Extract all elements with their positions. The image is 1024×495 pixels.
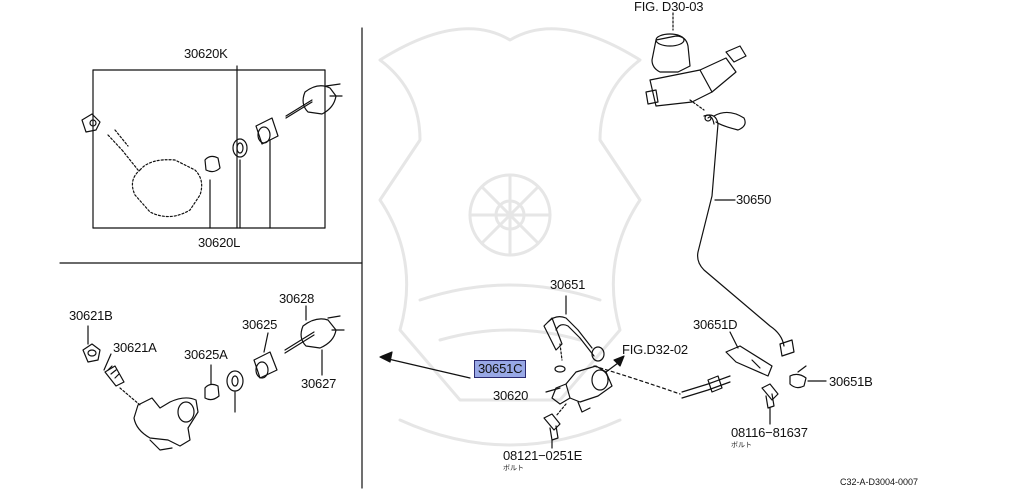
bracket-30651D — [725, 345, 773, 377]
bleeder-screw-30621A — [104, 365, 125, 387]
part-label-30625A[interactable]: 30625A — [184, 347, 228, 362]
diagram-code: C32-A-D3004-0007 — [840, 477, 919, 487]
figure-ref-d30-03[interactable]: FIG. D30-03 — [634, 0, 704, 14]
cup-bottom — [226, 370, 244, 392]
clip-30651B — [789, 365, 807, 389]
slave-cylinder-body — [133, 397, 199, 451]
part-label-30651C-highlighted[interactable]: 30651C — [474, 360, 527, 378]
bolt-08121 — [543, 413, 561, 441]
part-label-30651B[interactable]: 30651B — [829, 374, 873, 389]
part-label-30621B[interactable]: 30621B — [69, 308, 113, 323]
watermark-emblem — [378, 27, 642, 447]
part-label-30651D[interactable]: 30651D — [693, 317, 738, 332]
piston-top — [255, 117, 279, 145]
figure-ref-d32-02[interactable]: FIG.D32-02 — [622, 342, 688, 357]
bolt-note-08116: ボルト — [731, 441, 752, 449]
boot-30628 — [300, 318, 337, 349]
detail-arrow — [379, 351, 471, 379]
seal-top — [204, 155, 221, 173]
pushrod-30627 — [284, 331, 315, 351]
part-label-30651[interactable]: 30651 — [550, 277, 586, 292]
panel-dividers — [59, 27, 363, 489]
part-label-30627[interactable]: 30627 — [301, 376, 337, 391]
piston-30625 — [253, 351, 278, 379]
part-label-08116-81637[interactable]: 08116−81637 — [731, 425, 808, 440]
part-label-08121-0251E[interactable]: 08121−0251E — [503, 448, 583, 463]
bleeder-top — [81, 113, 101, 133]
bleeder-cap-30621B — [82, 343, 101, 363]
part-label-30620L[interactable]: 30620L — [198, 235, 241, 250]
bolt-note-08121: ボルト — [503, 464, 524, 472]
clutch-pipe-30650 — [697, 111, 795, 357]
part-label-30621A[interactable]: 30621A — [113, 340, 157, 355]
clip-30651C — [554, 365, 566, 373]
part-label-30625[interactable]: 30625 — [242, 317, 278, 332]
part-label-30620K[interactable]: 30620K — [184, 46, 228, 61]
part-label-30620[interactable]: 30620 — [493, 388, 529, 403]
kit-30620K-bracket — [92, 65, 326, 229]
clutch-hose — [681, 375, 731, 399]
part-label-30650[interactable]: 30650 — [736, 192, 772, 207]
cup-top — [232, 138, 248, 158]
bolt-08116 — [761, 383, 779, 409]
boot-top — [302, 85, 337, 115]
master-cylinder — [645, 33, 747, 107]
fig-d32-arrow — [605, 355, 625, 373]
slave-cylinder-outline-top — [131, 159, 203, 218]
seal-30625A — [204, 383, 220, 401]
pushrod-top — [285, 99, 313, 117]
part-label-30628[interactable]: 30628 — [279, 291, 315, 306]
kit-30620L-bracket — [209, 139, 271, 229]
slave-cylinder-30620 — [551, 365, 613, 413]
hose-30651 — [543, 316, 605, 362]
